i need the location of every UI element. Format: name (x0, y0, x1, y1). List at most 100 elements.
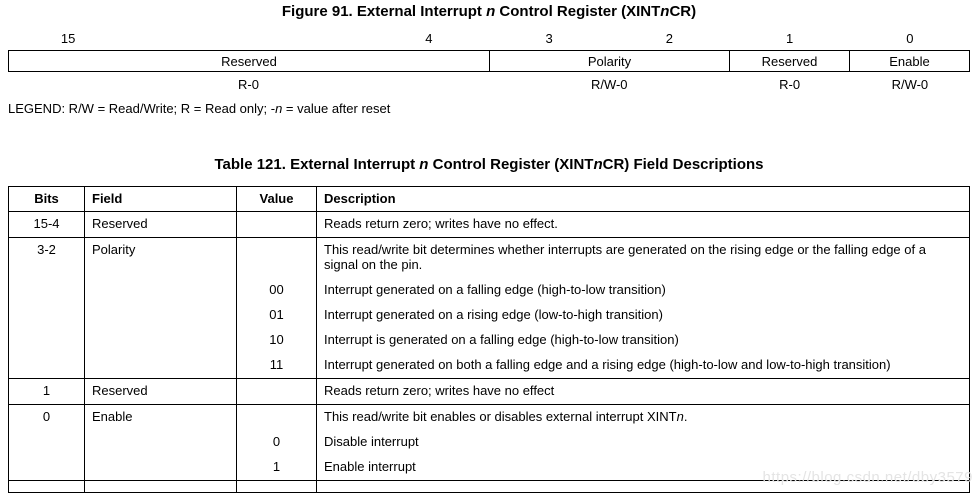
bits-cell: 1 (42, 383, 51, 398)
register-reset-value: R-0 (238, 77, 259, 92)
row-part: 11 Interrupt generated on both a falling … (237, 353, 969, 378)
row-part: 10 Interrupt is generated on a falling ed… (237, 328, 969, 353)
row-part: Reads return zero; writes have no effect… (237, 212, 969, 237)
text-segment: This read/write bit determines whether i… (324, 242, 926, 272)
bit-number-label: 0 (906, 31, 914, 46)
value-description-cell-group (236, 481, 969, 492)
bit-number-label: 4 (425, 31, 433, 46)
register-reset-value: R-0 (779, 77, 801, 92)
value-cell: 10 (237, 328, 317, 353)
description-cell: This read/write bit enables or disables … (317, 405, 969, 430)
row-part: 0 Disable interrupt (237, 430, 969, 455)
bit-number-label (128, 31, 248, 46)
field-cell: Enable (84, 405, 236, 480)
value-cell (237, 481, 317, 492)
text-segment: n (419, 156, 429, 173)
value-cell: 1 (237, 455, 317, 480)
row-part: 1 Enable interrupt (237, 455, 969, 480)
description-cell: Interrupt generated on a rising edge (lo… (317, 303, 969, 328)
value-cell: 11 (237, 353, 317, 378)
value-cell (237, 238, 317, 278)
row-part: This read/write bit determines whether i… (237, 238, 969, 278)
text-segment: Enable interrupt (324, 459, 416, 474)
bits-cell (9, 481, 84, 492)
text-segment: n (275, 101, 283, 116)
value-description-cell-group: Reads return zero; writes have no effect… (236, 212, 969, 237)
value-description-cell-group: Reads return zero; writes have no effect (236, 379, 969, 404)
description-cell: Reads return zero; writes have no effect (317, 379, 969, 404)
column-header-bits: Bits (34, 191, 59, 206)
value-cell (237, 379, 317, 404)
text-segment: = value after reset (282, 101, 391, 116)
value-cell (237, 405, 317, 430)
figure-title: Figure 91. External Interrupt n Control … (0, 3, 978, 21)
description-cell (317, 481, 969, 492)
column-header-description: Description (316, 187, 969, 211)
text-segment: CR) Field Descriptions (602, 156, 764, 173)
table-row: 3-2 Polarity This read/write bit determine… (9, 237, 969, 378)
register-legend: LEGEND: R/W = Read/Write; R = Read only;… (8, 101, 978, 116)
register-field-cell: Enable (849, 51, 969, 71)
column-header-value: Value (236, 187, 316, 211)
field-cell: Reserved (84, 379, 236, 404)
bits-cell: 0 (42, 409, 51, 424)
bit-number-label: 1 (786, 31, 794, 46)
register-field-cell: Polarity (489, 51, 729, 71)
row-part (237, 481, 969, 492)
text-segment: Disable interrupt (324, 434, 419, 449)
text-segment: Figure 91. External Interrupt (281, 3, 487, 20)
bits-cell: 3-2 (37, 242, 56, 257)
field-cell: Reserved (84, 212, 236, 237)
text-segment: Control Register (XINT (428, 156, 594, 173)
text-segment: Control Register (XINT (495, 3, 661, 20)
register-reset-values: R-0 R/W-0 R-0 R/W-0 (8, 77, 970, 92)
text-segment: n (660, 3, 670, 20)
table-row: 1 Reserved Reads return zero; writes have … (9, 378, 969, 404)
text-segment: Interrupt generated on a rising edge (lo… (324, 307, 663, 322)
description-cell: Interrupt is generated on a falling edge… (317, 328, 969, 353)
value-cell (237, 212, 317, 237)
description-cell: Interrupt generated on both a falling ed… (317, 353, 969, 378)
text-segment: n (486, 3, 496, 20)
register-reset-value: R/W-0 (590, 77, 628, 92)
text-segment: Interrupt generated on both a falling ed… (324, 357, 891, 372)
text-segment: Interrupt is generated on a falling edge… (324, 332, 679, 347)
bit-number-label: 3 (545, 31, 553, 46)
table-title: Table 121. External Interrupt n Control … (0, 156, 978, 174)
text-segment: . (683, 409, 688, 424)
description-cell: Disable interrupt (317, 430, 969, 455)
table-header-row: Bits Field Value Description (9, 187, 969, 211)
value-cell: 0 (237, 430, 317, 455)
text-segment: Reads return zero; writes have no effect… (324, 216, 558, 231)
value-description-cell-group: This read/write bit determines whether i… (236, 238, 969, 378)
field-cell: Polarity (84, 238, 236, 378)
register-field-cell: Reserved (221, 53, 277, 69)
row-part: This read/write bit enables or disables … (237, 405, 969, 430)
description-cell: Interrupt generated on a falling edge (h… (317, 278, 969, 303)
row-part: Reads return zero; writes have no effect (237, 379, 969, 404)
text-segment: LEGEND: R/W = Read/Write; R = Read only;… (8, 101, 276, 116)
text-segment: n (676, 409, 684, 424)
description-cell: This read/write bit determines whether i… (317, 238, 969, 278)
value-cell: 01 (237, 303, 317, 328)
register-reset-value: R/W-0 (891, 77, 929, 92)
text-segment: Reads return zero; writes have no effect (324, 383, 555, 398)
register-field-cell: Reserved (729, 51, 849, 71)
text-segment: Table 121. External Interrupt (214, 156, 420, 173)
description-cell: Enable interrupt (317, 455, 969, 480)
table-row-partial (9, 480, 969, 492)
column-header-field: Field (84, 187, 236, 211)
bit-number-label: 15 (60, 31, 76, 46)
row-part: 01 Interrupt generated on a rising edge (… (237, 303, 969, 328)
field-cell (84, 481, 236, 492)
text-segment: Interrupt generated on a falling edge (h… (324, 282, 666, 297)
